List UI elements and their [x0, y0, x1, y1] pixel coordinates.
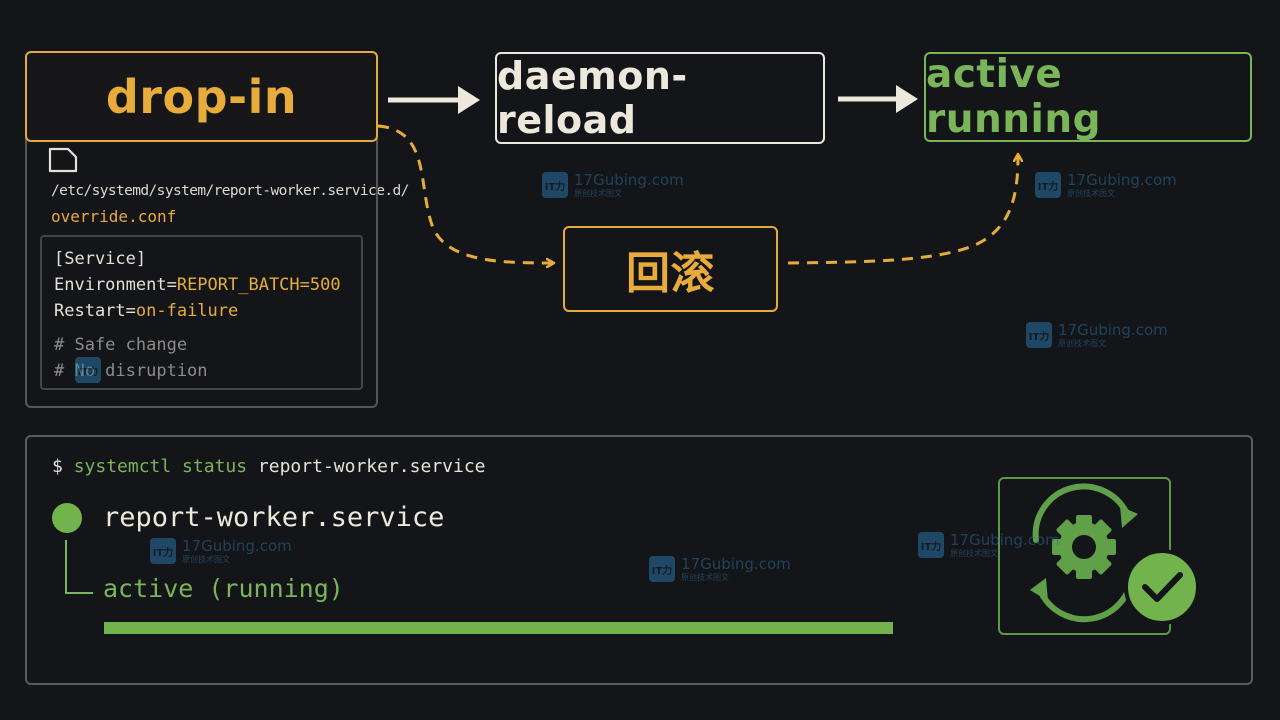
active-status: active (running): [103, 574, 344, 603]
code-comment-safe: # Safe change: [54, 335, 188, 355]
command-argument: report-worker.service: [257, 456, 486, 477]
restart-key: Restart=: [54, 301, 136, 321]
code-block: [40, 235, 363, 390]
command-name: systemctl status: [73, 456, 248, 477]
gear-cycle-icon: [1030, 483, 1200, 625]
override-file-panel: [25, 138, 378, 408]
arrow-reload-to-active: [838, 85, 918, 113]
daemon-reload-label: daemon-reload: [497, 54, 688, 142]
service-name: report-worker.service: [103, 502, 445, 533]
active-running-node: active running: [924, 52, 1252, 142]
arrow-rollback-to-active: [787, 155, 1018, 265]
command-prompt: $: [52, 456, 63, 477]
env-key: Environment=: [54, 275, 177, 295]
file-path: /etc/systemd/system/report-worker.servic…: [51, 183, 409, 199]
restart-value: on-failure: [135, 301, 239, 321]
check-icon: [1124, 549, 1200, 625]
command-line: $ systemctl status report-worker.service: [52, 456, 486, 477]
tree-connector: [65, 540, 93, 594]
progress-fill: [104, 622, 893, 634]
active-running-label: active running: [926, 52, 1102, 142]
daemon-reload-node: daemon-reload: [495, 52, 825, 144]
status-panel: [25, 435, 1253, 685]
rollback-label: 回滚: [626, 248, 715, 299]
dropin-label: drop-in: [105, 69, 298, 124]
code-environment-line: Environment=REPORT_BATCH=500: [54, 275, 341, 295]
progress-bar: [104, 622, 893, 634]
code-restart-line: Restart=on-failure: [54, 301, 238, 321]
code-section: [Service]: [54, 249, 147, 269]
dropin-node: drop-in: [25, 51, 378, 142]
file-name: override.conf: [51, 207, 177, 226]
arrow-dropin-to-reload: [388, 86, 480, 114]
status-dot: [52, 503, 82, 533]
code-section-line: [Service]: [54, 249, 146, 269]
file-icon: [48, 147, 78, 173]
env-value: REPORT_BATCH=500: [176, 275, 341, 295]
arrow-dropin-to-rollback: [377, 124, 553, 263]
rollback-node: 回滚: [563, 226, 778, 312]
